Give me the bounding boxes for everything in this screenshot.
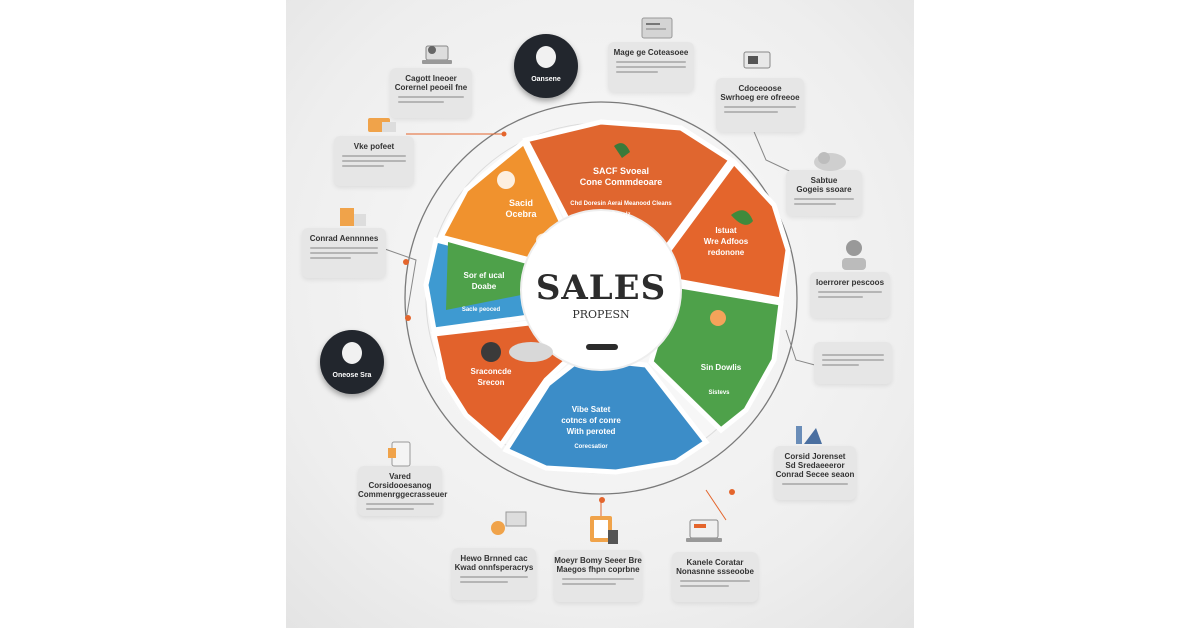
- info-card[interactable]: Vke pofeet: [334, 136, 414, 186]
- connector-dot: [403, 259, 409, 265]
- connector: [705, 489, 727, 521]
- info-card[interactable]: Hewo Brnned cac Kwad onnfsperacrys: [452, 548, 536, 600]
- connector-dot: [501, 131, 507, 137]
- document-icon: [641, 17, 673, 39]
- segment-right-green[interactable]: [648, 282, 784, 434]
- sales-wheel: [381, 101, 827, 521]
- cloud-icon: [814, 152, 846, 171]
- worker-icon: [491, 511, 527, 535]
- chat-icon: [536, 233, 556, 247]
- info-card[interactable]: Ioerrorer pescoos: [810, 272, 890, 318]
- card-title: Kanele Coratar Nonasnne ssseoobe: [676, 558, 754, 576]
- segment-top-label: SACF Svoeal Cone Commdeoare: [579, 166, 663, 187]
- segment-left-label: Sor ef ucal Doabe: [463, 271, 505, 291]
- laptop-icon: [686, 519, 722, 542]
- leaf-icon: [614, 143, 630, 158]
- user-icon: [842, 240, 866, 270]
- card-title: Hewo Brnned cac Kwad onnfsperacrys: [454, 554, 534, 572]
- info-card[interactable]: Moeyr Bomy Seeer Bre Maegos fhpn coprbne: [554, 550, 642, 602]
- card-title: Corsid Jorenset Sd Sredaeeeror Conrad Se…: [775, 452, 855, 479]
- center-title: SALES: [535, 268, 667, 308]
- tablet-icon: [590, 516, 618, 544]
- card-title: Ioerrorer pescoos: [815, 278, 885, 287]
- center-subtitle: PROPESN: [572, 308, 630, 321]
- clipboard-icon: [388, 441, 411, 467]
- leaf-icon: [731, 210, 753, 225]
- info-card[interactable]: Vared Corsidooesanog Commenrggecrasseuer: [358, 466, 448, 516]
- info-card[interactable]: Cdoceoose Swrhoeg ere ofreeoe: [716, 78, 804, 132]
- infographic-canvas: SALES PROPESN SACF Svoeal Cone Commdeoar…: [286, 0, 914, 628]
- segment-right-green-sublabel: Sistevs: [708, 390, 730, 396]
- info-card[interactable]: Cagott Ineoer Corernel peoeil fne: [390, 68, 472, 118]
- outer-ring: [404, 101, 798, 495]
- segment-right-green-label: Sin Dowlis: [700, 363, 742, 372]
- card-title: Mage ge Coteasoee: [613, 48, 689, 57]
- info-card[interactable]: Corsid Jorenset Sd Sredaeeeror Conrad Se…: [774, 446, 856, 500]
- folder-icon: [368, 118, 396, 132]
- segment-top-left-label: Sacid Ocebra: [505, 198, 537, 219]
- info-card[interactable]: Mage ge Coteasoee: [608, 42, 694, 92]
- card-title: Sabtue Gogeis ssoare: [796, 176, 852, 194]
- info-card[interactable]: Conrad Aennnnes: [302, 228, 386, 278]
- card-title: Cagott Ineoer Corernel peoeil fne: [394, 74, 468, 92]
- card-title: Moeyr Bomy Seeer Bre Maegos fhpn coprbne: [554, 556, 642, 574]
- connector-dot: [405, 315, 411, 321]
- badge-left[interactable]: Oneose Sra: [320, 330, 384, 394]
- person-icon: [536, 46, 556, 68]
- segment-bottom-label: Vibe Satet cotncs of conre With peroted: [561, 405, 621, 436]
- card-title: Conrad Aennnnes: [309, 234, 379, 243]
- card-title: Vared Corsidooesanog Commenrggecrasseuer: [358, 472, 448, 499]
- segment-bottom[interactable]: [502, 355, 710, 475]
- gift-icon: [340, 208, 366, 226]
- person-icon: [481, 342, 501, 362]
- info-card[interactable]: Kanele Coratar Nonasnne ssseoobe: [672, 552, 758, 602]
- info-card[interactable]: [814, 342, 892, 384]
- connector-dot: [729, 489, 735, 495]
- segment-right-label: Istuat Wre Adfoos redonone: [703, 226, 749, 257]
- connector: [381, 247, 417, 321]
- person-icon: [342, 342, 362, 364]
- coin-icon: [710, 310, 726, 326]
- person-icon: [497, 171, 515, 189]
- segment-top-sublabel: Chd Doresin Aerai Meanood Cleans Desalz: [570, 201, 672, 218]
- segment-bottom-left-label: Sraconcde Srecon: [470, 367, 512, 387]
- laptop-icon: [422, 45, 452, 64]
- badge-top[interactable]: Oansene: [514, 34, 578, 98]
- card-title: Vke pofeet: [353, 142, 395, 151]
- info-card[interactable]: Sabtue Gogeis ssoare: [786, 170, 862, 216]
- segment-left-green: [446, 242, 536, 310]
- badge-left-label: Oneose Sra: [332, 372, 372, 379]
- center-disc: [521, 210, 681, 370]
- center-bar: [586, 344, 618, 350]
- monitor-icon: [743, 51, 771, 69]
- badge-top-label: Oansene: [531, 76, 561, 83]
- connector-dot: [599, 497, 605, 503]
- card-title: Cdoceoose Swrhoeg ere ofreeoe: [720, 84, 800, 102]
- chart-icon: [796, 426, 822, 444]
- segment-bottom-sublabel: Corecsatior: [574, 444, 608, 450]
- cloud-icon: [509, 342, 553, 362]
- segment-left-sublabel: Sacle peoced: [461, 307, 501, 313]
